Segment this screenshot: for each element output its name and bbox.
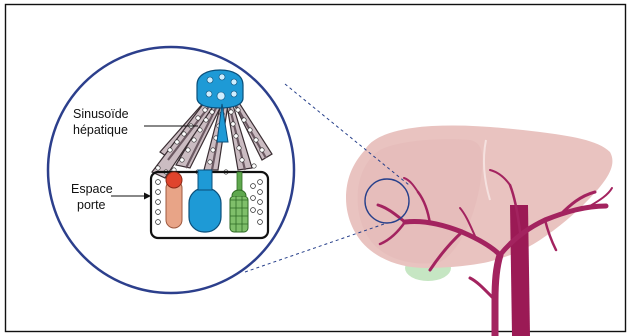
label-portal-line1: Espace [71, 182, 113, 196]
hepatic-artery [166, 172, 182, 228]
label-sinusoid-line1: Sinusoïde [73, 107, 129, 121]
liver-illustration [346, 125, 612, 336]
label-sinusoid-line2: hépatique [73, 123, 128, 137]
label-portal-line2: porte [77, 198, 106, 212]
